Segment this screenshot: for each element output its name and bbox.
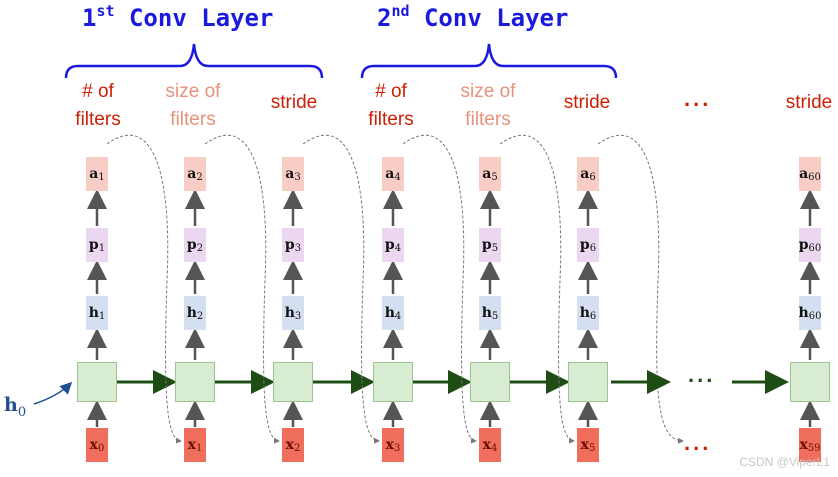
second-conv-layer-title: 2nd Conv Layer bbox=[377, 2, 569, 32]
cell-ellipsis: ... bbox=[688, 362, 716, 387]
input-ellipsis: ... bbox=[684, 430, 712, 455]
rnn-cell-6 bbox=[568, 362, 608, 402]
first-layer-brace bbox=[64, 43, 324, 79]
rnn-cell-2 bbox=[175, 362, 215, 402]
first-conv-layer-title: 1st Conv Layer bbox=[82, 2, 274, 32]
label-size-filters-1: size of filters bbox=[165, 81, 221, 130]
rnn-cell-5 bbox=[470, 362, 510, 402]
rnn-cell-1 bbox=[77, 362, 117, 402]
rnn-cell-3 bbox=[273, 362, 313, 402]
label-num-filters-1: # of filters bbox=[75, 81, 121, 130]
label-stride-last: stride bbox=[785, 92, 833, 113]
label-size-filters-2: size of filters bbox=[460, 81, 516, 130]
rnn-cell-4 bbox=[373, 362, 413, 402]
label-stride-1: stride bbox=[270, 92, 318, 113]
initial-hidden-state: h0 bbox=[4, 394, 27, 420]
watermark: CSDN @ViperL1 bbox=[739, 455, 830, 469]
rnn-cell-7 bbox=[790, 362, 830, 402]
label-ellipsis: ... bbox=[684, 86, 712, 111]
label-num-filters-2: # of filters bbox=[368, 81, 414, 130]
label-stride-2: stride bbox=[563, 92, 611, 113]
second-layer-brace bbox=[360, 43, 618, 79]
